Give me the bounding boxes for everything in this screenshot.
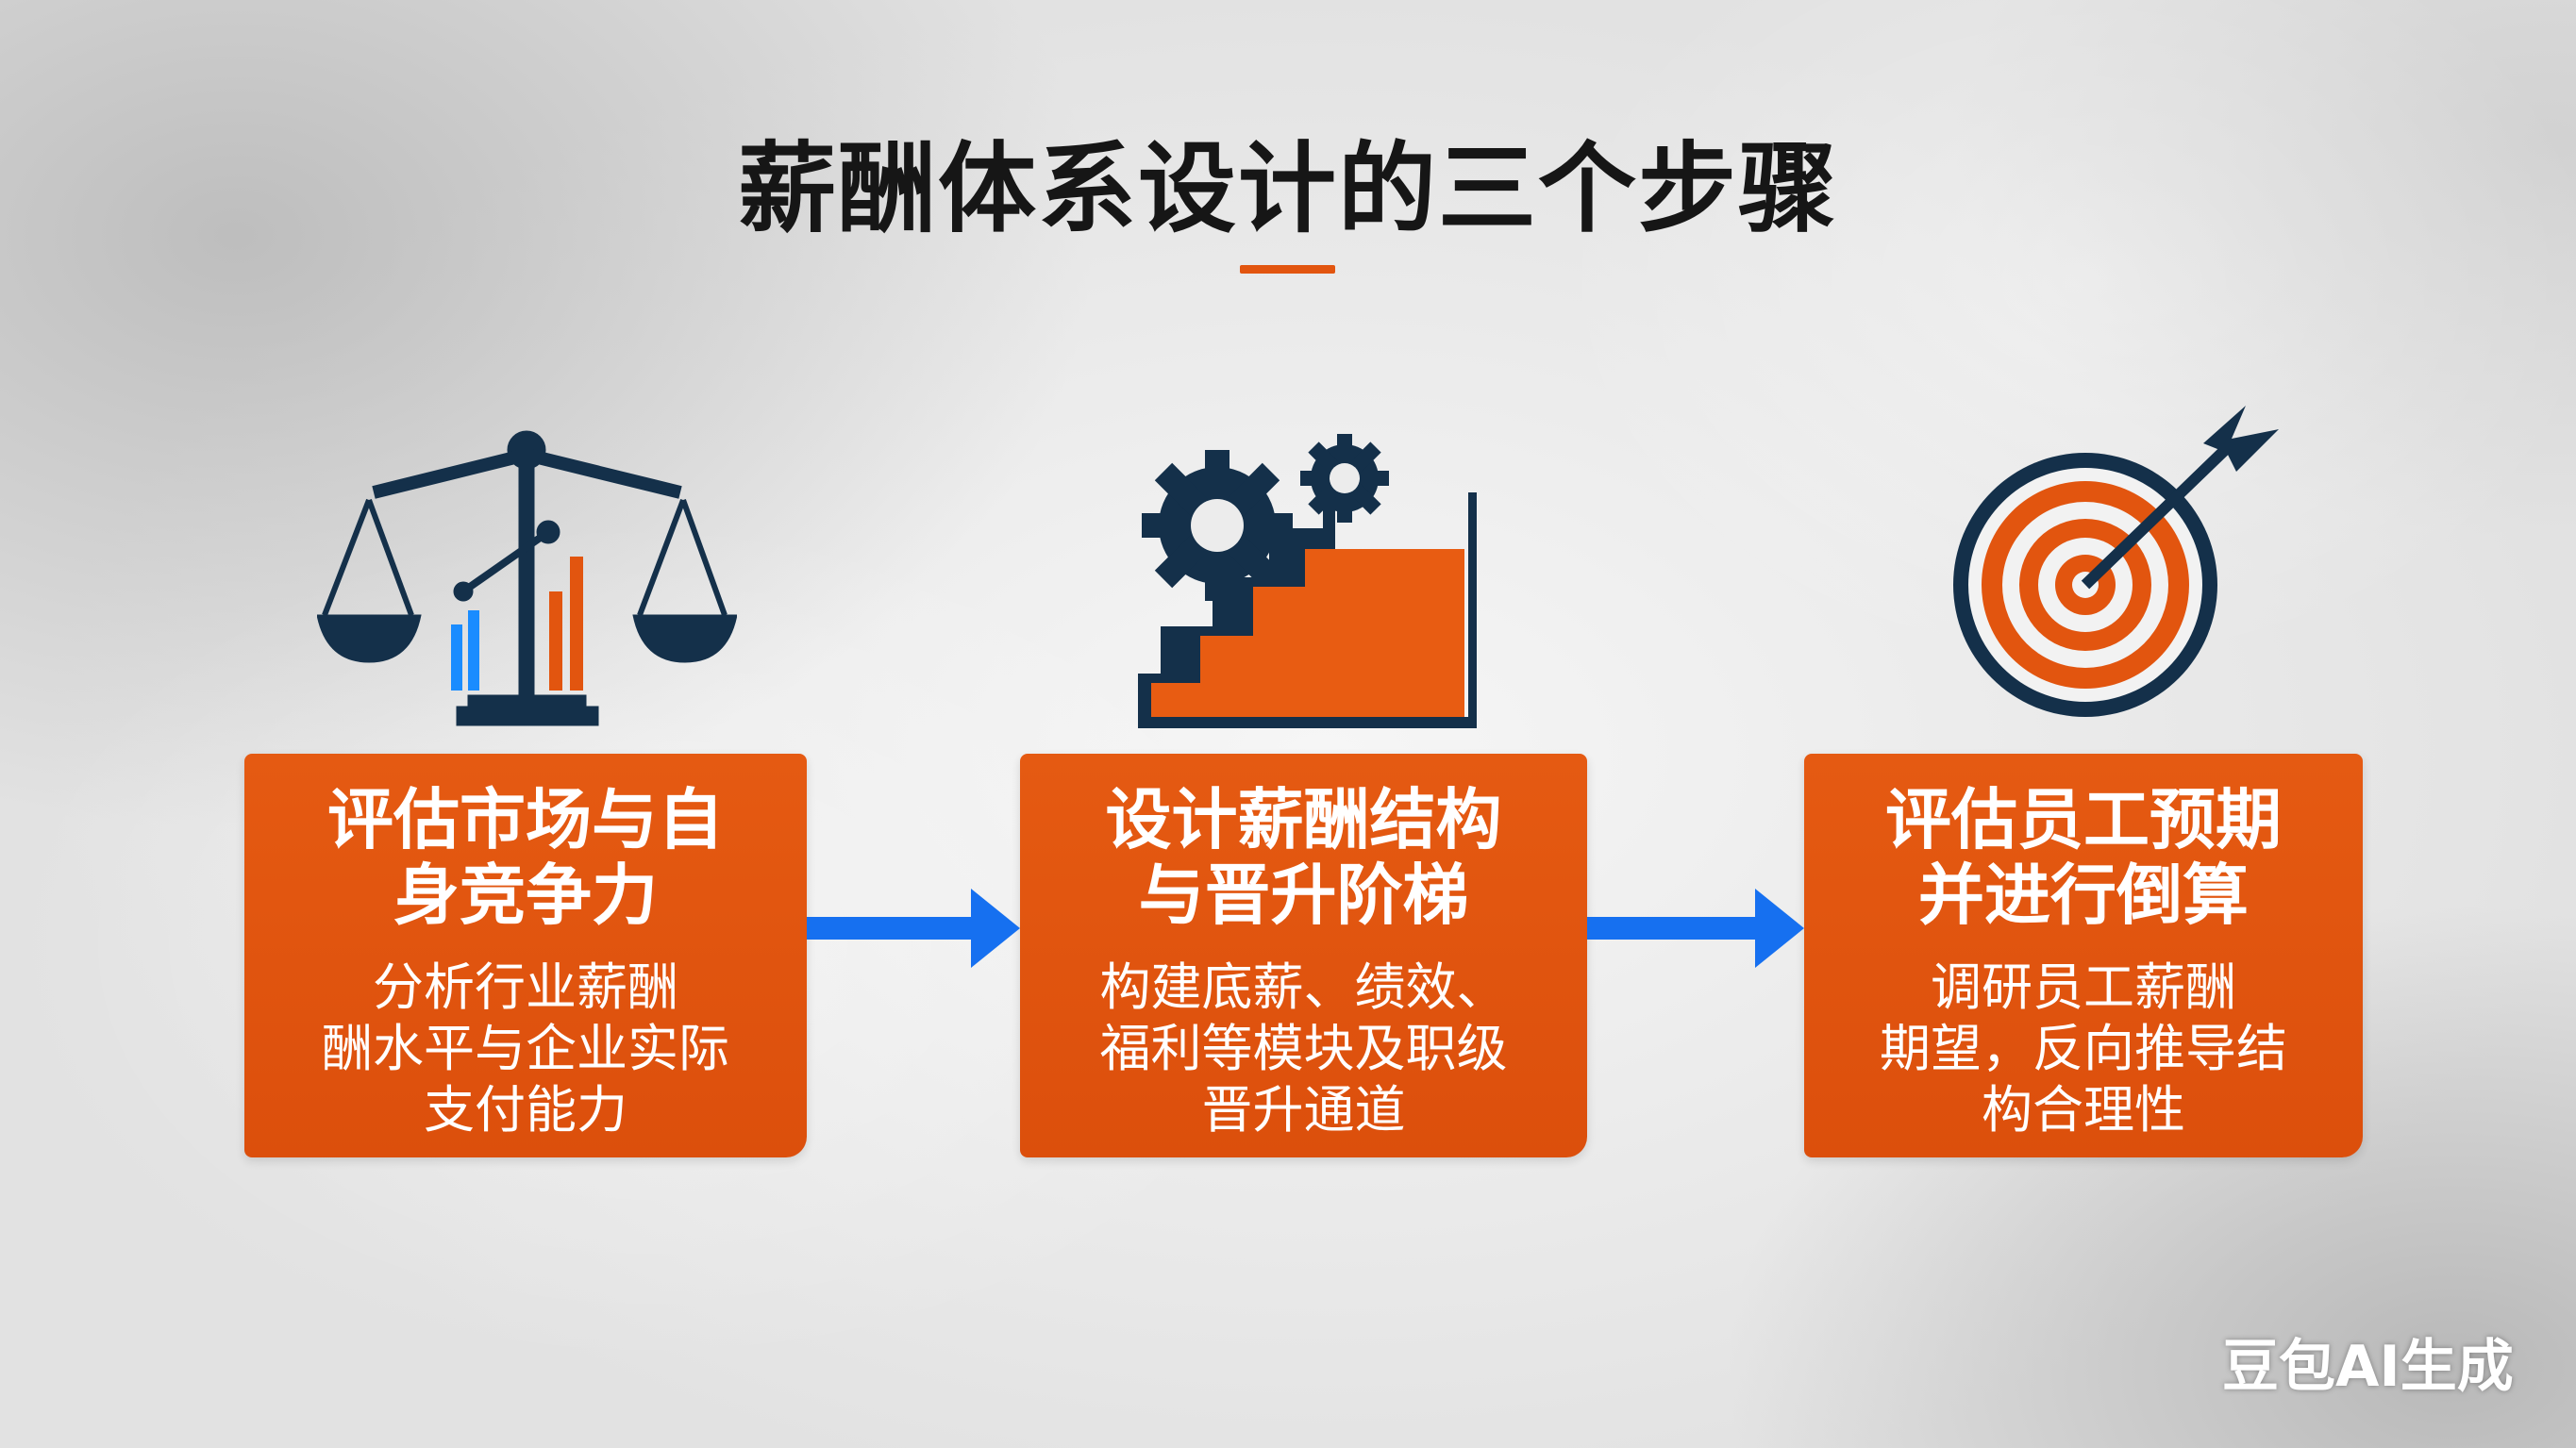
step-title: 评估员工预期并进行倒算	[1885, 781, 2282, 934]
target-arrow-icon	[1953, 406, 2279, 717]
step-description: 分析行业薪酬酬水平与企业实际支付能力	[322, 957, 729, 1140]
step-title: 设计薪酬结构与晋升阶梯	[1105, 781, 1502, 934]
title-underline	[1240, 265, 1335, 274]
step-card-3: 评估员工预期并进行倒算 调研员工薪酬期望，反向推导结构合理性	[1804, 754, 2363, 1157]
scale-chart-icon	[317, 430, 737, 726]
step-description: 调研员工薪酬期望，反向推导结构合理性	[1880, 957, 2287, 1140]
arrow-right-icon	[807, 889, 1020, 968]
arrow-right-icon	[1587, 889, 1804, 968]
step-card-2: 设计薪酬结构与晋升阶梯 构建底薪、绩效、福利等模块及职级晋升通道	[1020, 754, 1587, 1157]
step-description: 构建底薪、绩效、福利等模块及职级晋升通道	[1099, 957, 1508, 1140]
step-card-1: 评估市场与自身竞争力 分析行业薪酬酬水平与企业实际支付能力	[244, 754, 807, 1157]
watermark: 豆包AI生成	[2222, 1334, 2514, 1400]
page-title: 薪酬体系设计的三个步骤	[737, 131, 1838, 246]
gears-stairs-icon	[1138, 434, 1477, 728]
step-title: 评估市场与自身竞争力	[327, 781, 724, 934]
